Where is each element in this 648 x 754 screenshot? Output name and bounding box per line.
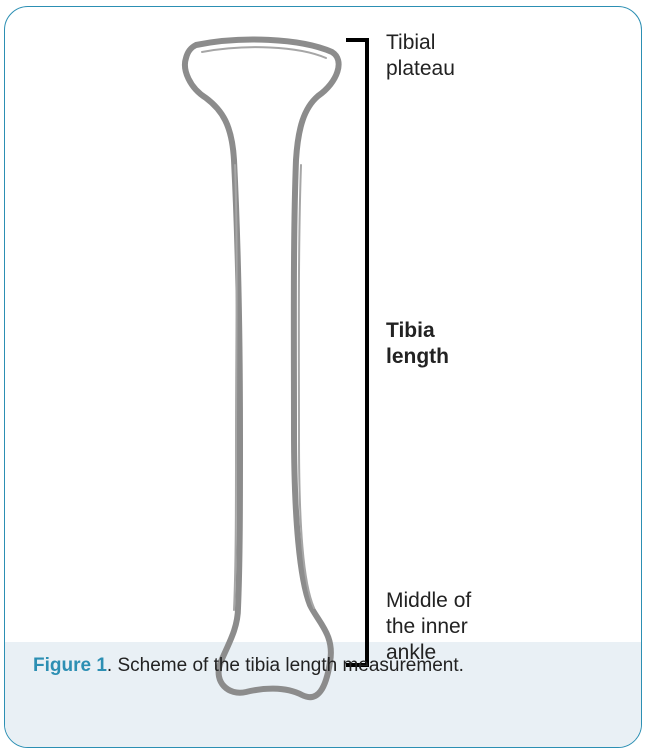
label-tibial-plateau-line-1: Tibial — [386, 30, 455, 56]
figure-caption-label: Figure 1 — [33, 655, 107, 676]
label-tibia-length-line-1: Tibia — [386, 318, 449, 344]
figure-caption: Figure 1. Scheme of the tibia length mea… — [33, 655, 464, 677]
figure-caption-text: . Scheme of the tibia length measurement… — [107, 655, 464, 676]
label-tibia-length: Tibia length — [386, 318, 449, 370]
label-tibial-plateau-line-2: plateau — [386, 56, 455, 82]
label-tibial-plateau: Tibial plateau — [386, 30, 455, 82]
label-inner-ankle-line-1: Middle of — [386, 588, 471, 614]
label-tibia-length-line-2: length — [386, 344, 449, 370]
label-inner-ankle-line-2: the inner — [386, 614, 471, 640]
